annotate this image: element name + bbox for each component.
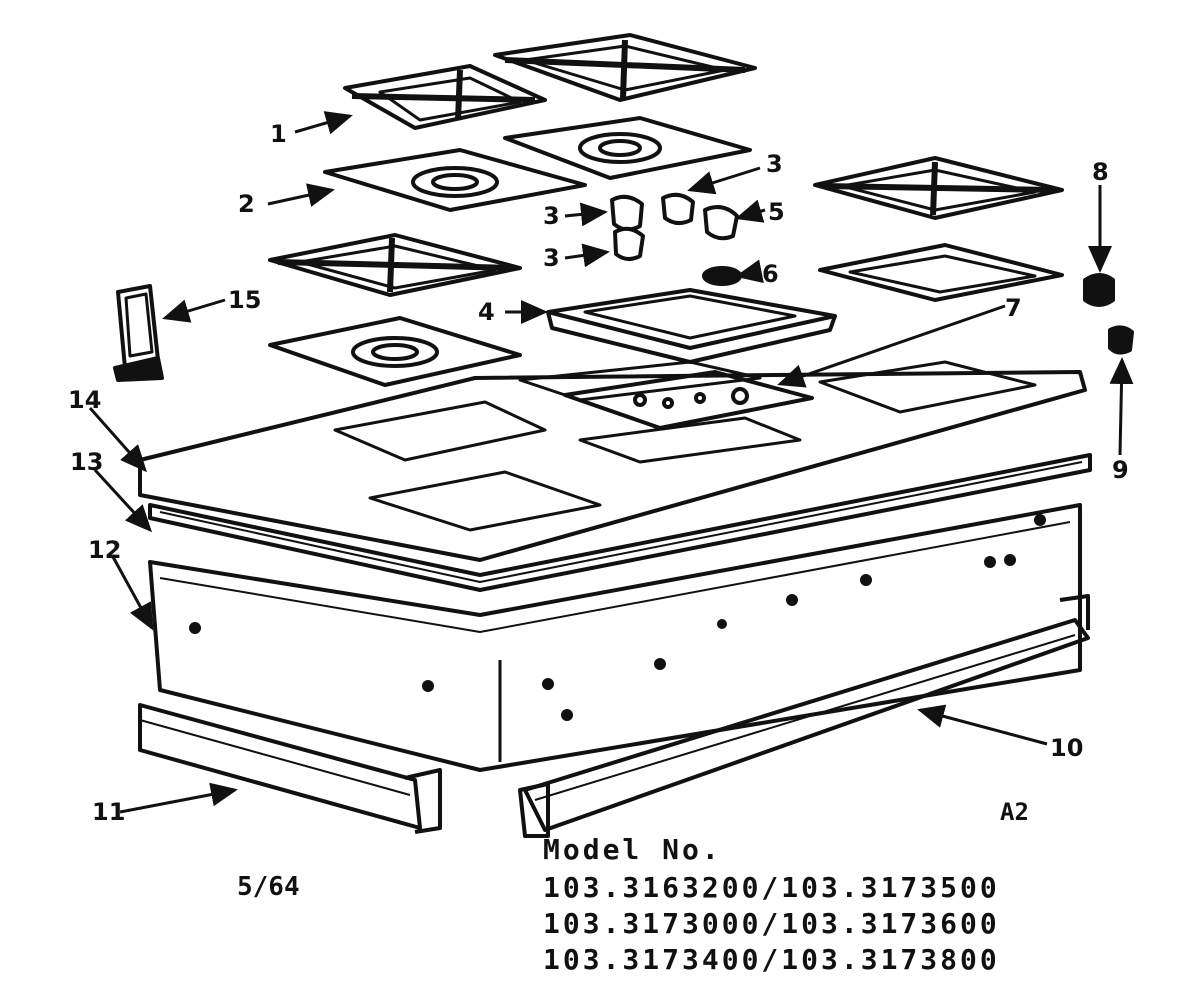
leader-lines [88,111,1134,814]
callout-15: 15 [228,286,261,314]
sheet-code: A2 [1000,798,1029,826]
callout-10: 10 [1050,734,1083,762]
model-number-line: 103.3173000/103.3173600 [543,907,1000,940]
model-heading: Model No. [543,833,722,866]
range-body [148,503,1082,772]
grate-left-front [268,233,522,297]
callout-1: 1 [270,120,287,148]
rail-left [138,703,442,834]
grate-right [813,156,1064,220]
date-code: 5/64 [237,872,300,902]
cooktop-main [138,360,1087,562]
burner-bowl-right [818,243,1064,302]
callout-2: 2 [238,190,255,218]
model-block: Model No. 103.3163200/103.3173500 103.31… [543,834,1000,976]
callout-3a: 3 [543,202,560,230]
callout-8: 8 [1092,158,1109,186]
callout-3b: 3 [543,244,560,272]
callout-12: 12 [88,536,121,564]
grate-pair-back [343,33,757,130]
rail-right [518,594,1090,838]
callout-4: 4 [478,298,495,326]
bracket-15 [113,284,164,382]
callout-13: 13 [70,448,103,476]
callout-6: 6 [762,260,779,288]
callout-14: 14 [68,386,101,414]
model-number-line: 103.3173400/103.3173800 [543,943,1000,976]
parts-8-9 [1083,273,1134,355]
callout-7: 7 [1005,294,1022,322]
callout-3c: 3 [766,150,783,178]
burner-bowls-back [323,116,752,212]
callout-11: 11 [92,798,125,826]
center-cover [546,266,837,364]
control-panel-insert [563,370,814,430]
burner-bowl-left-front [268,316,522,387]
control-knobs [610,192,739,261]
callout-5: 5 [768,198,785,226]
model-number-line: 103.3163200/103.3173500 [543,871,1000,904]
callout-9: 9 [1112,456,1129,484]
